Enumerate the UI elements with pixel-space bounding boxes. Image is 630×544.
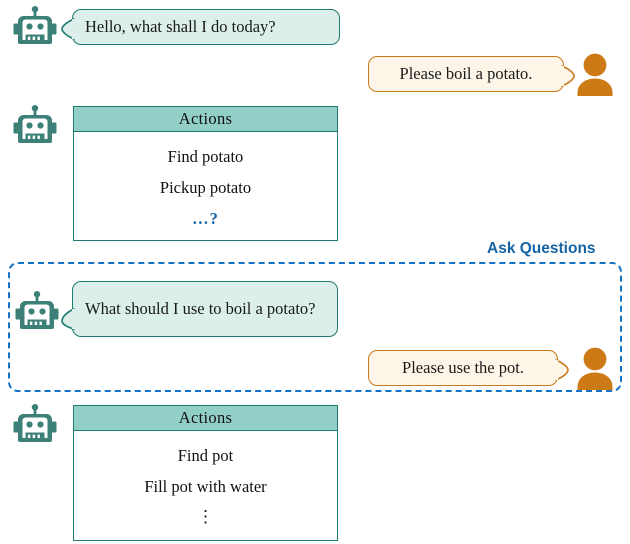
table-header: Actions [74, 107, 337, 132]
actions-table-1: Actions Find potato Pickup potato …? [73, 106, 338, 241]
speech-bubble-robot-question: What should I use to boil a potato? [61, 281, 338, 337]
robot-avatar-actions1 [12, 105, 58, 154]
speech-bubble-user-answer: Please use the pot. [368, 350, 569, 386]
speech-bubble-text: Please boil a potato. [399, 63, 533, 83]
bubble-tail-left [61, 18, 76, 40]
robot-icon [13, 6, 57, 44]
table-body: Find pot Fill pot with water ⋮ [74, 431, 337, 532]
table-row: ⋮ [197, 507, 214, 526]
robot-avatar-turn3 [14, 291, 60, 340]
ask-questions-region [8, 262, 622, 392]
user-avatar-turn4 [573, 346, 617, 395]
speech-bubble-text: Hello, what shall I do today? [85, 16, 276, 36]
robot-icon [13, 404, 57, 442]
speech-bubble-user-task: Please boil a potato. [368, 56, 575, 92]
robot-avatar-turn1 [12, 6, 58, 55]
actions-table-2: Actions Find pot Fill pot with water ⋮ [73, 405, 338, 541]
table-row: Find potato [167, 147, 244, 166]
bubble-tail-right [560, 65, 575, 87]
speech-bubble-text: What should I use to boil a potato? [85, 298, 316, 318]
table-row: Pickup potato [159, 178, 252, 197]
robot-icon [13, 105, 57, 143]
bubble-tail-right [554, 359, 569, 381]
table-header: Actions [74, 406, 337, 431]
ask-questions-label: Ask Questions [487, 240, 596, 257]
bubble-tail-left [61, 308, 76, 330]
user-icon [577, 347, 613, 390]
user-icon [577, 53, 613, 96]
speech-bubble-text: Please use the pot. [402, 357, 524, 377]
table-row: Fill pot with water [144, 477, 267, 496]
table-body: Find potato Pickup potato …? [74, 132, 337, 234]
user-avatar-turn2 [573, 52, 617, 101]
table-row: …? [192, 209, 219, 228]
robot-icon [15, 291, 59, 329]
robot-avatar-actions2 [12, 404, 58, 453]
table-row: Find pot [177, 446, 234, 465]
speech-bubble-robot-greeting: Hello, what shall I do today? [61, 9, 340, 45]
